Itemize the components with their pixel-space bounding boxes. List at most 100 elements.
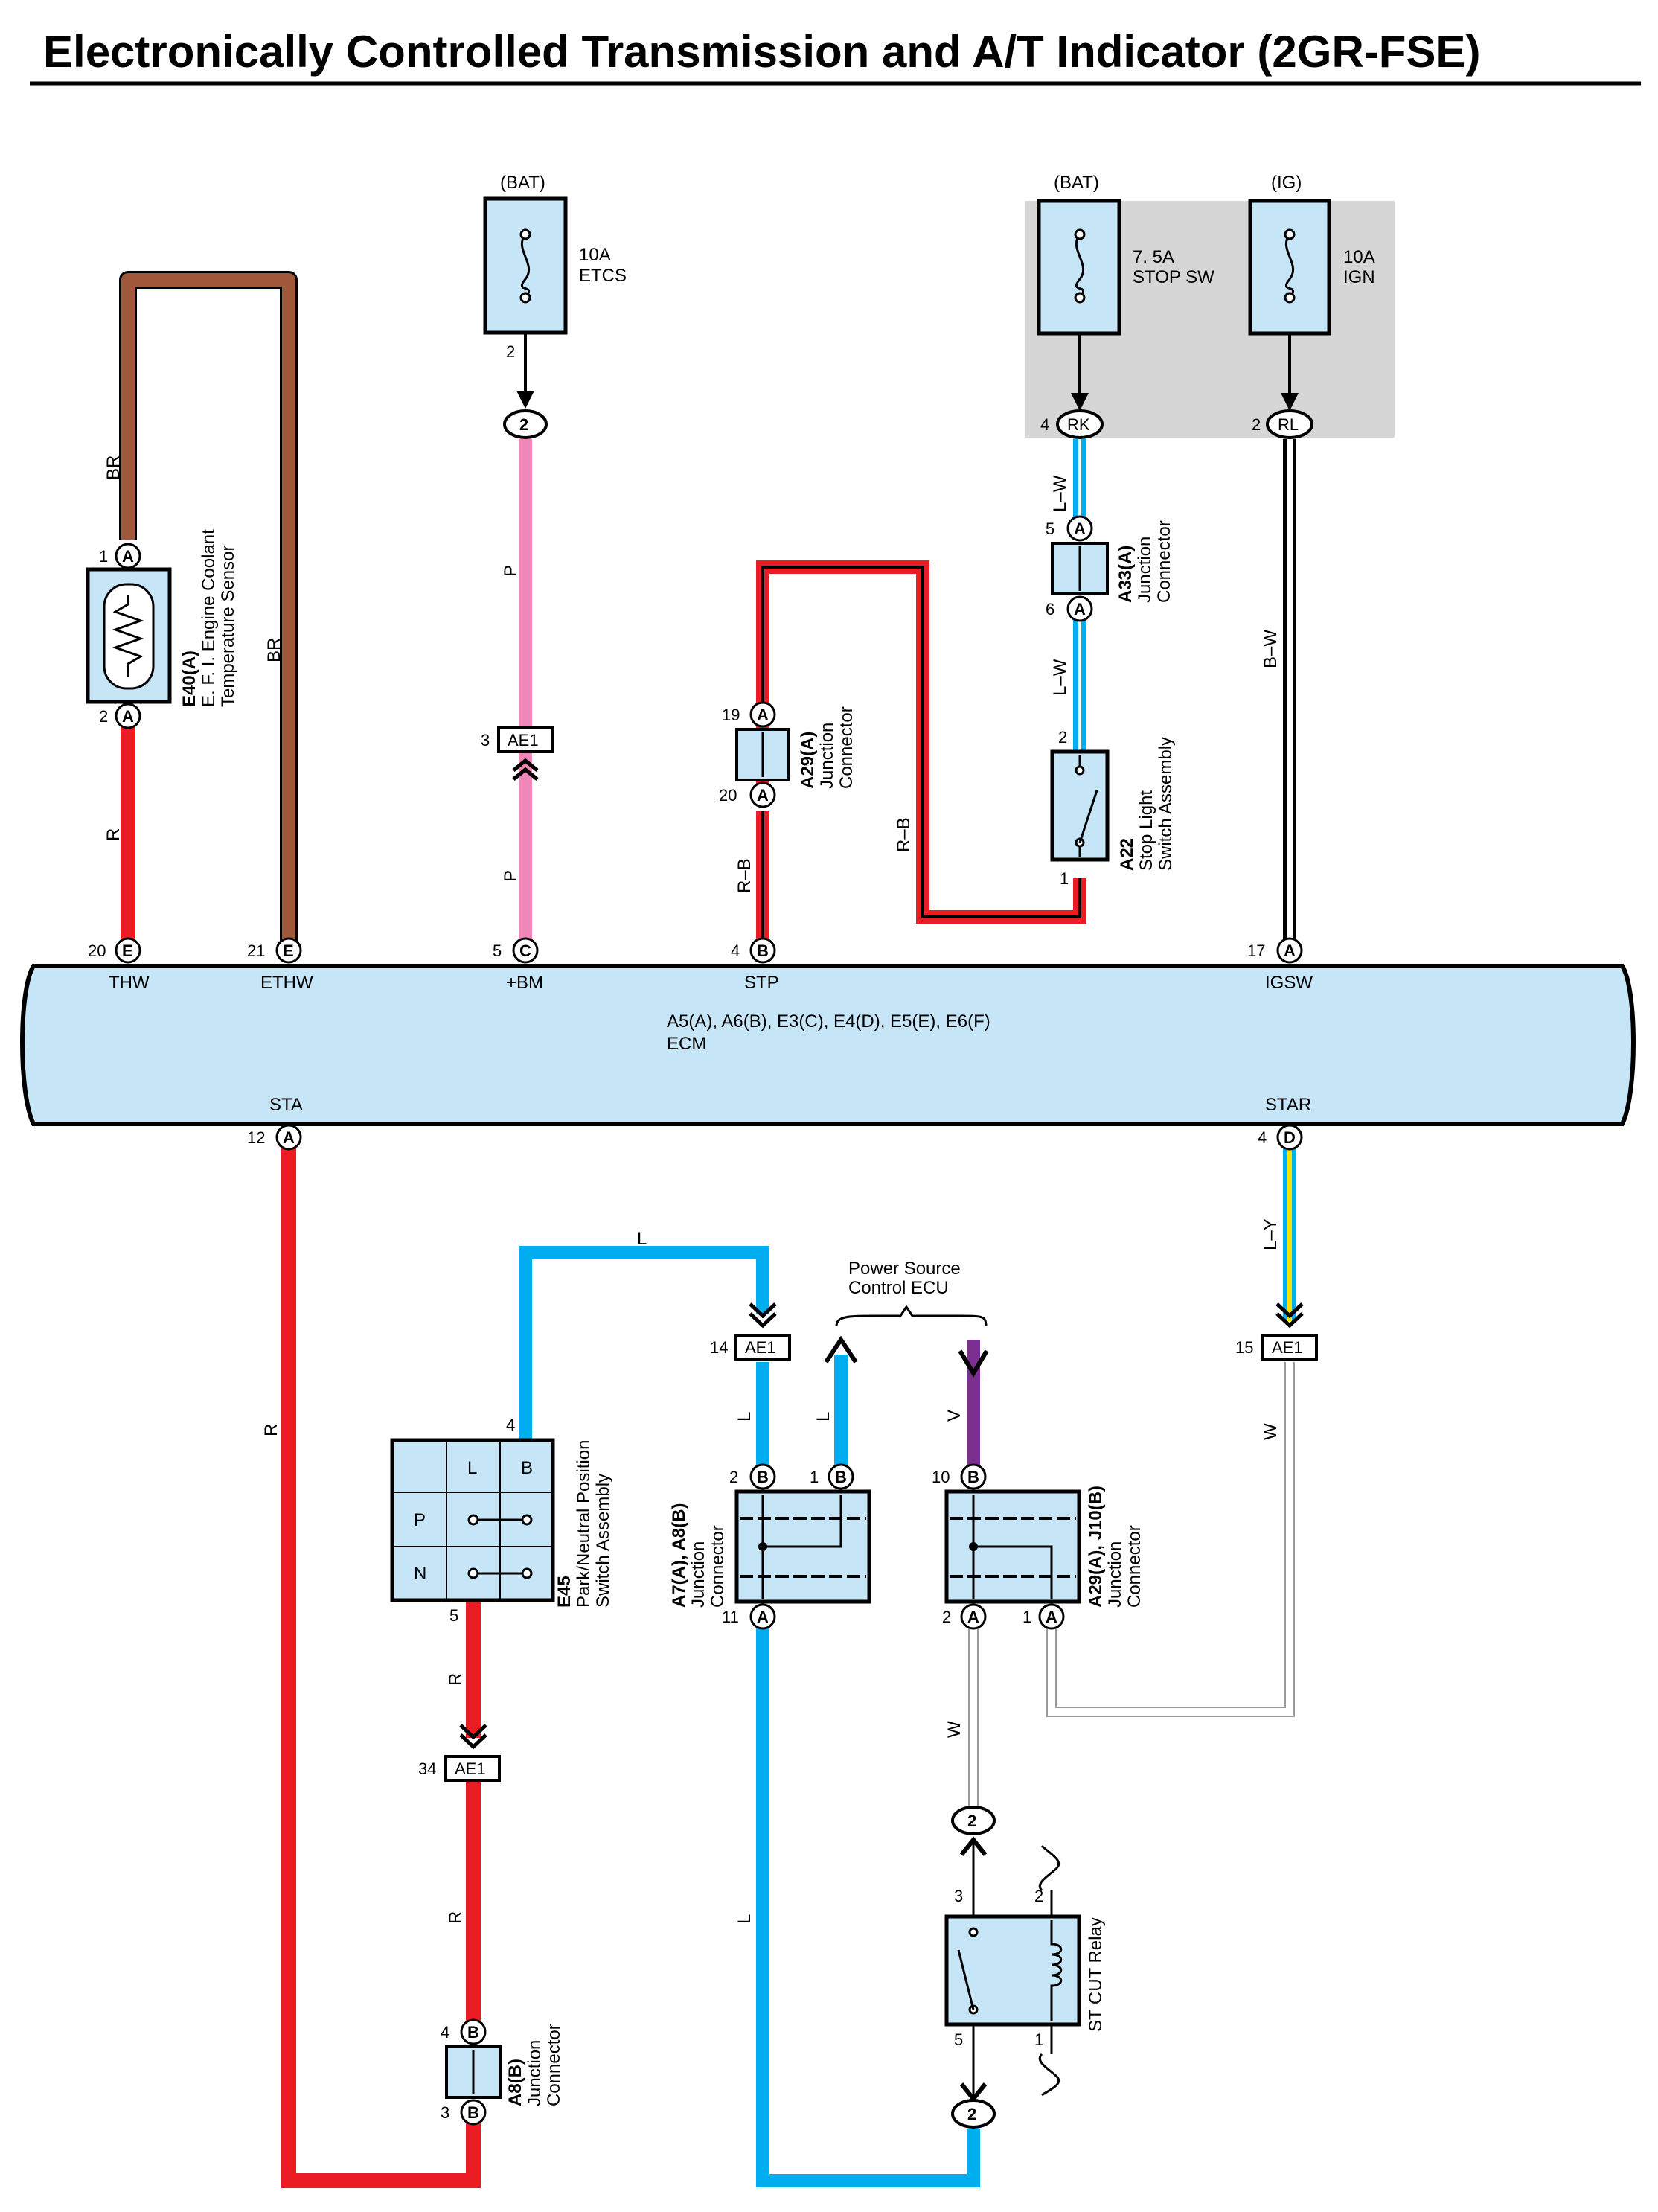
ae1-l-pin: 14 bbox=[710, 1338, 728, 1357]
label-lw-1: L–W bbox=[1050, 475, 1070, 512]
diagram-title: Electronically Controlled Transmission a… bbox=[43, 27, 1480, 77]
e40-name-2: Temperature Sensor bbox=[218, 546, 238, 707]
power-source-line-2: Control ECU bbox=[848, 1278, 949, 1298]
fuse-ign: (IG) 10A IGN 2 RL bbox=[1248, 173, 1375, 439]
ae1-r: 34 AE1 bbox=[418, 1724, 501, 1782]
ae1-l-box bbox=[734, 1334, 791, 1361]
ecm-pin-thw-num: 20 bbox=[88, 942, 106, 960]
label-l-low: L bbox=[734, 1914, 755, 1924]
a29-top-name-2: Connector bbox=[836, 706, 857, 789]
fuse-stop-sw-pin: 4 bbox=[1040, 415, 1049, 434]
e40-pin-bot: 2 bbox=[99, 707, 108, 726]
fuse-stop-sw-connector bbox=[1056, 409, 1104, 439]
ae1-p-pin: 3 bbox=[481, 731, 490, 749]
e45-row-n: N bbox=[414, 1564, 426, 1584]
a29-top-pin-top: 19 bbox=[722, 706, 740, 724]
a33-junction: 5 A 6 A A33(A) Junction Connector bbox=[1046, 515, 1174, 622]
st-cut-relay: 2 3 2 5 1 2 ST CUT Relay bbox=[944, 1806, 1106, 2129]
label-rb-2: R–B bbox=[894, 817, 914, 852]
ecm-pin-bm-num: 5 bbox=[493, 942, 502, 960]
ecm-pin-sta: STA 12 A bbox=[247, 1095, 303, 1151]
a7a8-pin-11-conn: A bbox=[757, 1608, 769, 1626]
fuse-ign-body bbox=[1248, 199, 1331, 336]
ae1-w: 15 AE1 bbox=[1235, 1302, 1318, 1361]
fuse-etcs-element bbox=[520, 234, 531, 298]
a8b-pin-bot: 3 bbox=[441, 2103, 449, 2122]
a29-top-pin-bot: 20 bbox=[719, 786, 737, 805]
relay-body bbox=[944, 1914, 1081, 2027]
label-r-1: R bbox=[103, 828, 124, 841]
a29-top-name-1: Junction bbox=[817, 723, 837, 789]
a22-pin-bot: 1 bbox=[1060, 869, 1069, 888]
label-r-e45: R bbox=[446, 1673, 466, 1686]
fuse-etcs-connector bbox=[503, 409, 548, 439]
a22-stop-light-switch: 2 1 A22 Stop Light Switch Assembly bbox=[1050, 728, 1176, 888]
e40-pin-top-conn: A bbox=[122, 547, 134, 566]
e40-pin-top: 1 bbox=[99, 547, 108, 566]
a29j10-pin-1-conn: A bbox=[1046, 1608, 1057, 1626]
e40-pin-bot-conn: A bbox=[122, 707, 134, 726]
fuse-etcs-connector-label: 2 bbox=[519, 415, 528, 434]
ae1-l: 14 AE1 bbox=[710, 1302, 791, 1361]
a29j10-pin-2: 2 bbox=[942, 1608, 951, 1626]
ecm-pin-thw-name: THW bbox=[109, 973, 150, 993]
ecm-pin-star-conn: D bbox=[1284, 1128, 1296, 1147]
e45-name-2: Switch Assembly bbox=[593, 1474, 613, 1608]
label-r-sta: R bbox=[261, 1424, 281, 1436]
a7a8-pin-2: 2 bbox=[729, 1468, 738, 1486]
ae1-r-box bbox=[444, 1755, 501, 1782]
e40-id: E40(A) bbox=[179, 651, 199, 707]
ecm-pin-ethw-num: 21 bbox=[247, 942, 265, 960]
label-r-low: R bbox=[446, 1911, 466, 1924]
label-l-src: L bbox=[813, 1412, 833, 1422]
a29-top-id: A29(A) bbox=[798, 732, 818, 789]
fuse-etcs-source: (BAT) bbox=[500, 173, 545, 193]
relay-conn-top-label: 2 bbox=[967, 1812, 976, 1830]
ecm-line-1: A5(A), A6(B), E3(C), E4(D), E5(E), E6(F) bbox=[667, 1011, 990, 1032]
ae1-p-box bbox=[497, 726, 554, 753]
a29j10-name-1: Junction bbox=[1105, 1541, 1125, 1608]
ecm-pin-star: STAR 4 D bbox=[1258, 1095, 1311, 1151]
fuse-stop-sw-body bbox=[1037, 199, 1121, 336]
ecm-pin-star-name: STAR bbox=[1265, 1095, 1311, 1115]
ecm-pin-ethw-conn: E bbox=[283, 942, 294, 960]
power-source-line-1: Power Source bbox=[848, 1259, 961, 1279]
ecm-pin-thw-conn: E bbox=[122, 942, 133, 960]
ecm-pin-sta-num: 12 bbox=[247, 1128, 265, 1147]
e45-col-b: B bbox=[521, 1458, 533, 1478]
fuse-stop-sw-name: STOP SW bbox=[1133, 267, 1214, 287]
ae1-r-pin: 34 bbox=[418, 1759, 436, 1778]
relay-conn-top bbox=[951, 1806, 996, 1835]
wire-l-top bbox=[519, 1246, 769, 1440]
ecm-pin-sta-conn: A bbox=[283, 1128, 295, 1147]
a7a8-id: A7(A), A8(B) bbox=[669, 1503, 689, 1608]
ae1-w-box bbox=[1261, 1334, 1318, 1361]
fuse-ign-connector-label: RL bbox=[1278, 415, 1299, 434]
ecm-pin-bm: 5 C +BM bbox=[493, 937, 543, 993]
fuse-stop-sw-connector-label: RK bbox=[1067, 415, 1090, 434]
ecm-pin-sta-name: STA bbox=[269, 1095, 303, 1115]
ecm-pin-igsw-num: 17 bbox=[1247, 942, 1265, 960]
fuse-etcs-amp: 10A bbox=[579, 245, 611, 265]
a33-pin-top-conn: A bbox=[1074, 520, 1086, 538]
a33-pin-bot: 6 bbox=[1046, 600, 1054, 618]
a8b-name-1: Junction bbox=[525, 2040, 545, 2106]
ae1-p-label: AE1 bbox=[508, 731, 539, 749]
a7a8-name-1: Junction bbox=[688, 1541, 708, 1608]
label-br-2: BR bbox=[264, 638, 284, 662]
fuse-etcs-body bbox=[483, 196, 568, 335]
a33-pin-top: 5 bbox=[1046, 520, 1054, 538]
a7a8-pin-2-conn: B bbox=[757, 1468, 769, 1486]
ecm-pin-thw: 20 E THW bbox=[88, 937, 150, 993]
a33-name-1: Junction bbox=[1135, 537, 1155, 603]
a29j10-pin-1: 1 bbox=[1022, 1608, 1031, 1626]
ecm-pin-igsw: 17 A IGSW bbox=[1247, 937, 1313, 993]
ecm-pin-stp-conn: B bbox=[757, 942, 769, 960]
fuse-ign-source: (IG) bbox=[1271, 173, 1302, 193]
fuse-etcs-name: ETCS bbox=[579, 266, 627, 286]
e45-pin-top: 4 bbox=[506, 1416, 515, 1434]
a29j10-pin-10: 10 bbox=[932, 1468, 950, 1486]
ecm-pin-stp: 4 B STP bbox=[731, 937, 779, 993]
e45-pin-bot: 5 bbox=[449, 1606, 458, 1625]
wire-r-sta bbox=[281, 1139, 481, 2188]
